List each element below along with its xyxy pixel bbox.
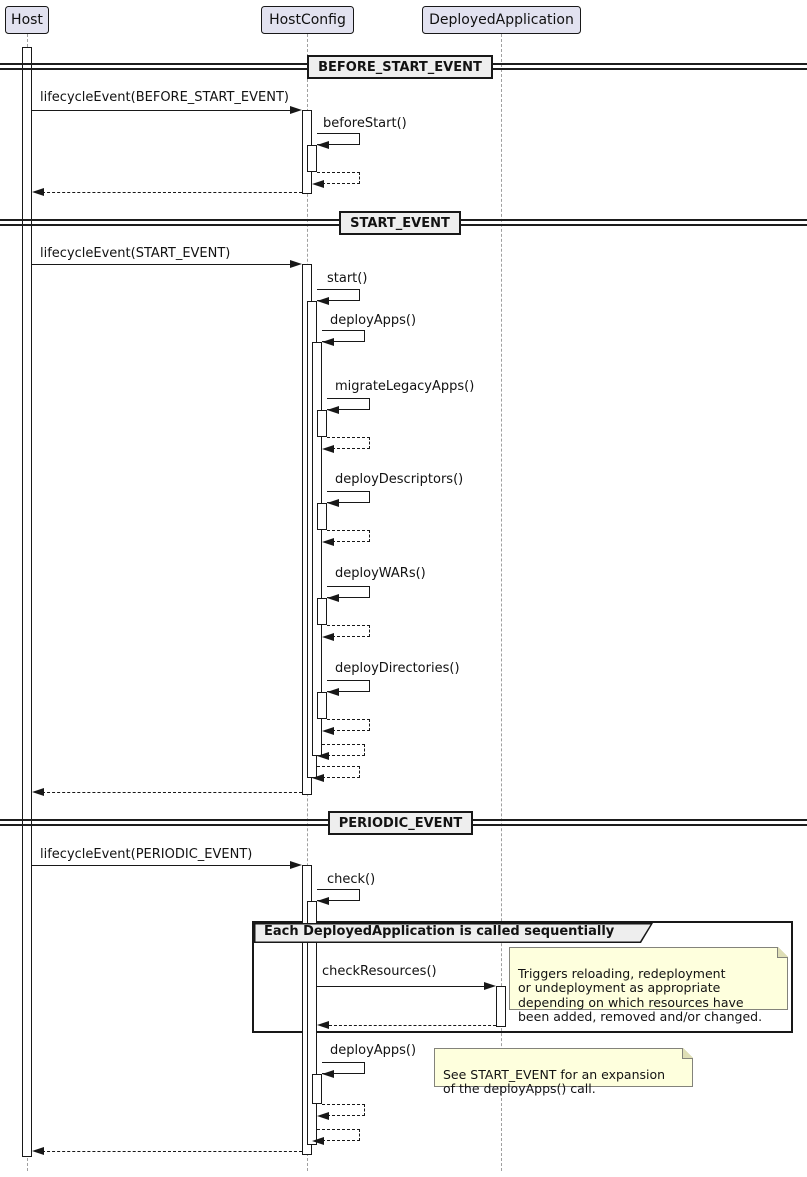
self-call <box>327 680 370 692</box>
arrowhead-icon <box>322 538 334 546</box>
group-label: Each DeployedApplication is called seque… <box>264 924 615 939</box>
message-label: start() <box>327 271 368 286</box>
self-return <box>327 437 370 449</box>
arrowhead-icon <box>312 1137 324 1145</box>
participant-hostconfig-label: HostConfig <box>269 12 346 28</box>
self-return <box>327 719 370 731</box>
note-deploy-apps: See START_EVENT for an expansion of the … <box>434 1048 693 1096</box>
divider-before-start-event: BEFORE_START_EVENT <box>307 55 493 79</box>
arrowhead-icon <box>32 1147 44 1155</box>
arrowhead-icon <box>312 180 324 188</box>
arrowhead-icon <box>327 406 339 414</box>
note-check-resources: Triggers reloading, redeployment or unde… <box>509 947 788 1024</box>
activation-deployedapplication <box>496 986 506 1027</box>
return-arrow <box>329 1025 496 1026</box>
arrowhead-icon <box>290 106 302 114</box>
group-header-fill <box>254 923 653 943</box>
participant-host: Host <box>5 6 49 34</box>
message-label: deployDirectories() <box>335 661 460 676</box>
arrowhead-icon <box>327 594 339 602</box>
arrowhead-icon <box>317 1112 329 1120</box>
arrowhead-icon <box>327 499 339 507</box>
self-call <box>327 491 370 503</box>
message-label: lifecycleEvent(PERIODIC_EVENT) <box>40 847 253 862</box>
arrowhead-icon <box>312 774 324 782</box>
self-return <box>317 172 360 184</box>
message-label: checkResources() <box>322 964 437 979</box>
self-call <box>317 889 360 901</box>
self-return <box>327 530 370 542</box>
self-call <box>322 1062 365 1074</box>
group-header <box>254 923 653 943</box>
note-fold-icon <box>682 1048 693 1059</box>
activation-host <box>22 47 32 1157</box>
participant-deployedapplication: DeployedApplication <box>422 6 581 34</box>
activation-nested <box>317 503 327 530</box>
divider-start-event: START_EVENT <box>339 211 461 235</box>
message-label: deployApps() <box>330 313 417 328</box>
arrowhead-icon <box>322 727 334 735</box>
return-arrow <box>42 792 302 793</box>
arrowhead-icon <box>290 260 302 268</box>
return-arrow <box>42 1151 302 1152</box>
divider-label: BEFORE_START_EVENT <box>318 59 482 75</box>
divider-label: START_EVENT <box>350 215 450 231</box>
lifeline-deployedapplication <box>500 34 502 1171</box>
participant-hostconfig: HostConfig <box>261 6 354 34</box>
activation-nested <box>307 145 317 172</box>
note-fold-icon <box>777 947 788 958</box>
self-return <box>322 1104 365 1116</box>
message-label: deployDescriptors() <box>335 472 464 487</box>
arrowhead-icon <box>317 752 329 760</box>
activation-nested <box>312 1074 322 1104</box>
arrowhead-icon <box>322 633 334 641</box>
message-label: migrateLegacyApps() <box>335 379 475 394</box>
self-return <box>327 625 370 637</box>
activation-nested <box>317 410 327 437</box>
activation-nested <box>317 692 327 719</box>
message-label: check() <box>327 872 376 887</box>
arrowhead-icon <box>322 445 334 453</box>
arrowhead-icon <box>322 1070 334 1078</box>
self-call <box>317 133 360 145</box>
message-label: lifecycleEvent(BEFORE_START_EVENT) <box>40 90 289 105</box>
divider-periodic-event: PERIODIC_EVENT <box>328 811 473 835</box>
arrowhead-icon <box>317 897 329 905</box>
self-call <box>327 398 370 410</box>
message-arrow <box>317 986 484 987</box>
group-box <box>252 921 793 1033</box>
arrowhead-icon <box>327 688 339 696</box>
message-label: lifecycleEvent(START_EVENT) <box>40 246 231 261</box>
return-arrow <box>42 192 302 193</box>
arrowhead-icon <box>322 338 334 346</box>
self-return <box>317 766 360 778</box>
arrowhead-icon <box>484 982 496 990</box>
arrowhead-icon <box>32 788 44 796</box>
arrowhead-icon <box>290 861 302 869</box>
self-call <box>322 330 365 342</box>
arrowhead-icon <box>32 188 44 196</box>
note-text: Triggers reloading, redeployment or unde… <box>518 965 763 1025</box>
message-label: deployWARs() <box>335 566 426 581</box>
note-text: See START_EVENT for an expansion of the … <box>443 1066 666 1097</box>
self-return <box>322 744 365 756</box>
self-return <box>317 1129 360 1141</box>
message-arrow <box>32 865 290 866</box>
self-call <box>317 289 360 301</box>
message-label: beforeStart() <box>323 116 407 131</box>
message-arrow <box>32 110 290 111</box>
arrowhead-icon <box>317 141 329 149</box>
message-label: deployApps() <box>330 1043 417 1058</box>
participant-host-label: Host <box>11 12 43 28</box>
participant-deployedapplication-label: DeployedApplication <box>429 12 574 28</box>
self-call <box>327 586 370 598</box>
arrowhead-icon <box>317 1021 329 1029</box>
message-arrow <box>32 264 290 265</box>
activation-nested <box>317 598 327 625</box>
divider-label: PERIODIC_EVENT <box>338 815 463 831</box>
arrowhead-icon <box>317 297 329 305</box>
